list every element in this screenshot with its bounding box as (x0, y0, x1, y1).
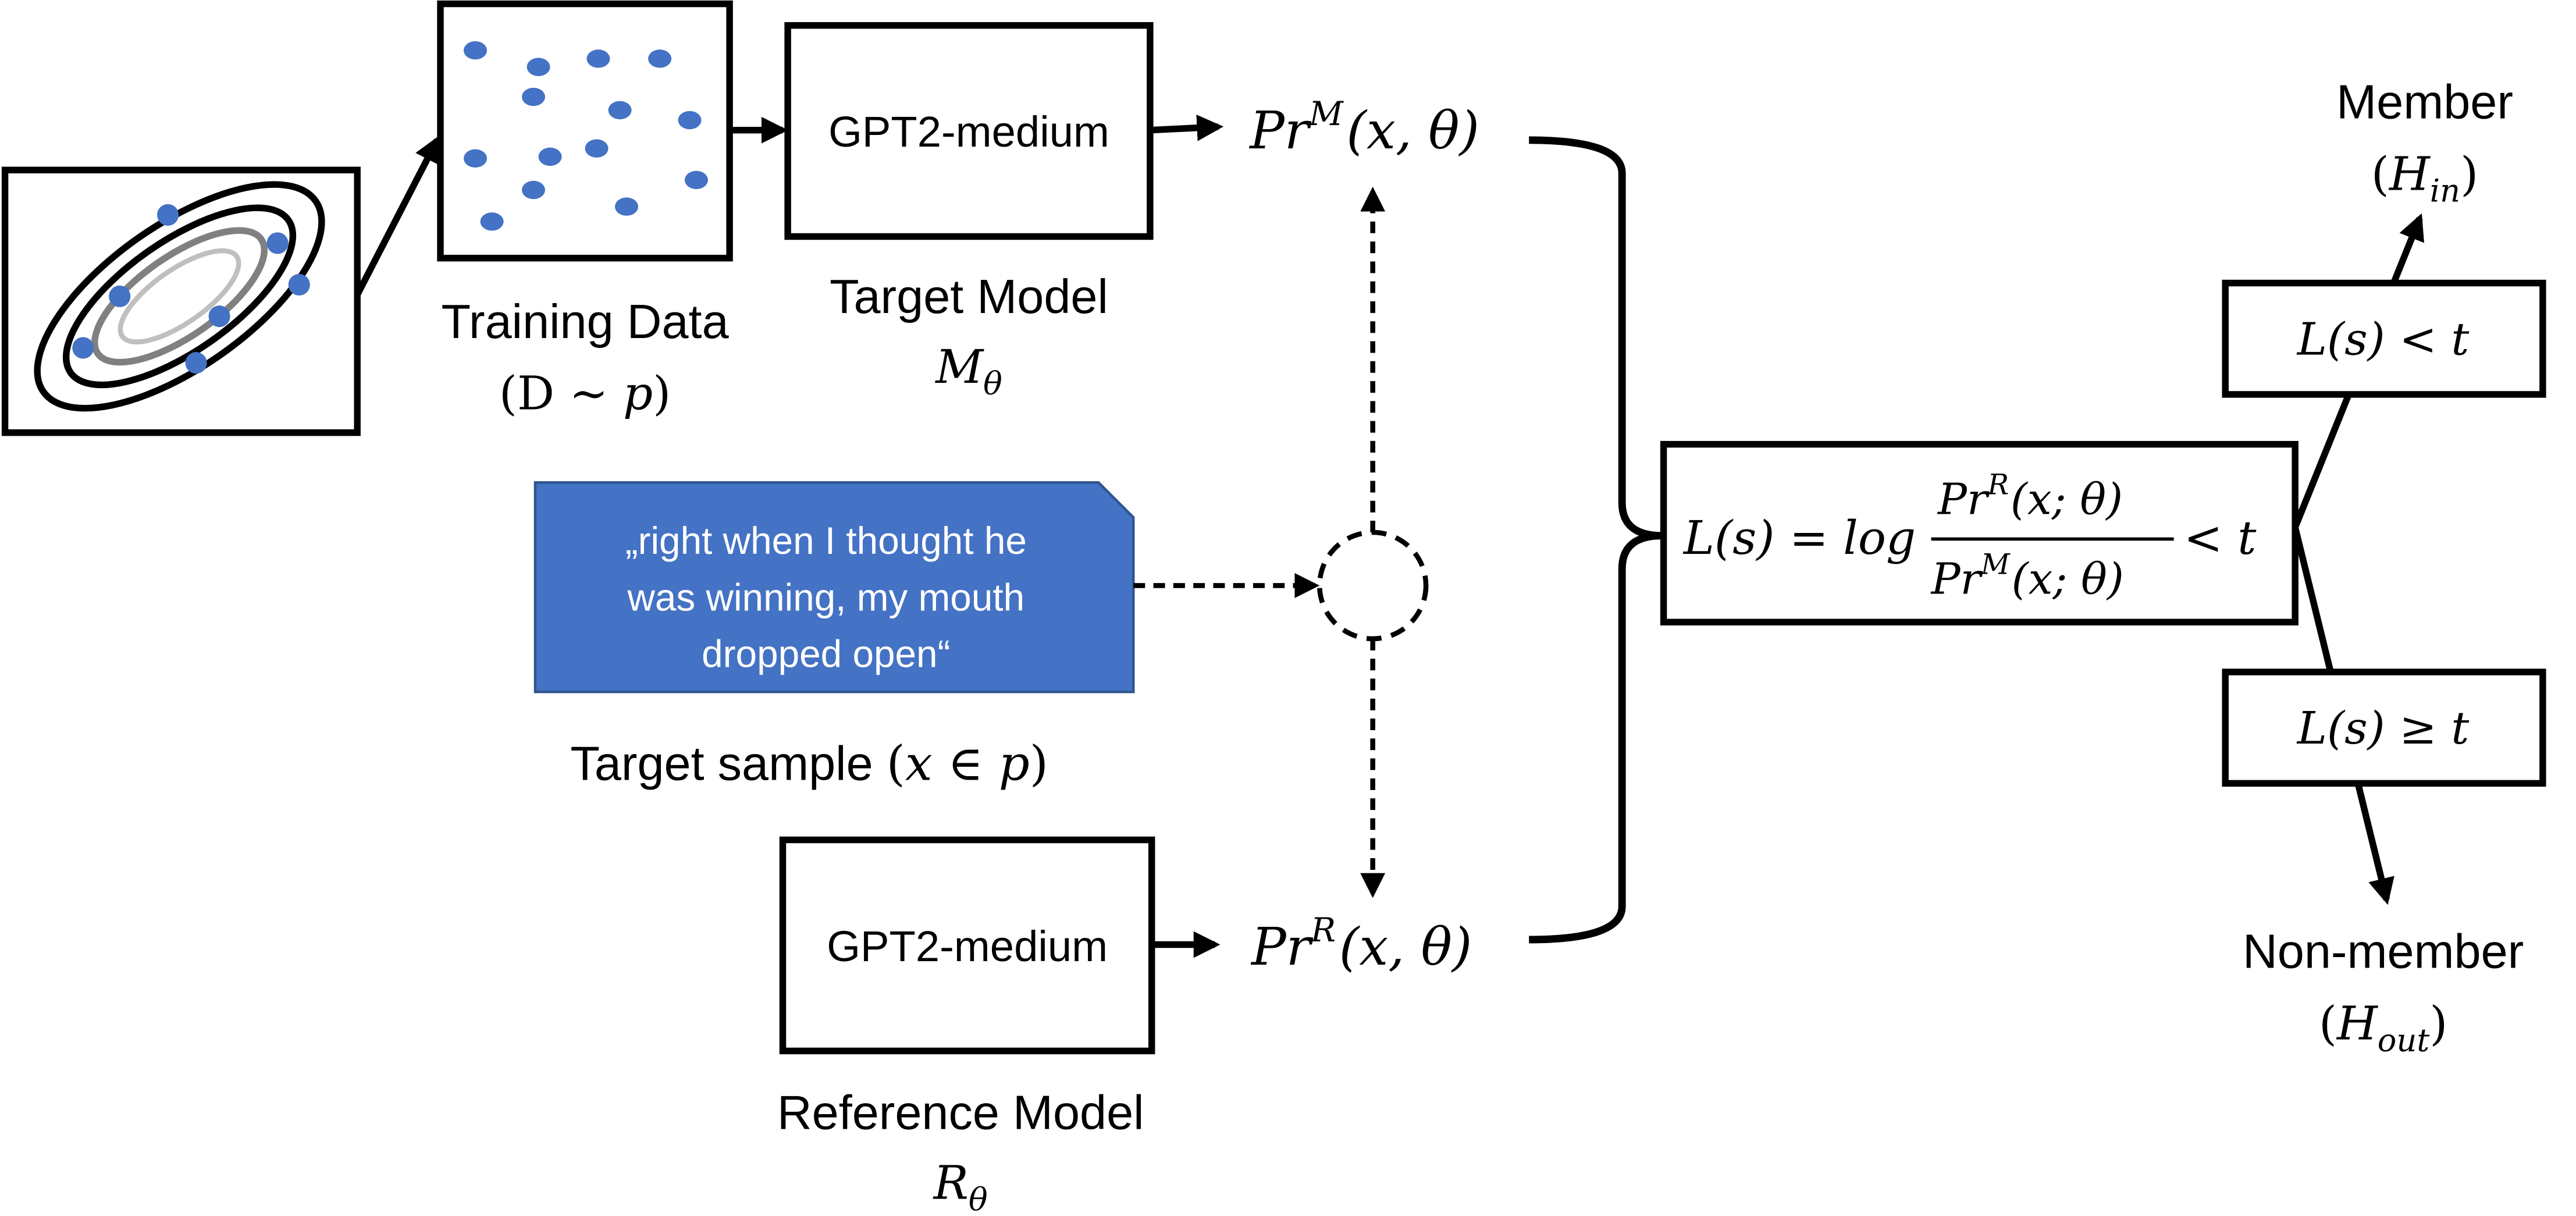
member-condition: L(s) < t (2296, 313, 2470, 365)
training-point (464, 149, 488, 168)
training-point (522, 87, 546, 106)
ellipse-mid (91, 227, 268, 366)
target-sample-line-3: dropped open“ (702, 632, 950, 675)
likelihood-denominator: PrM(x; θ) (1930, 548, 2124, 604)
distribution-point (109, 285, 131, 307)
reference-probability: PrR(x, θ) (1250, 911, 1472, 977)
training-point (585, 139, 609, 158)
reference-model-label: GPT2-medium (827, 922, 1108, 970)
training-point (684, 170, 708, 190)
ellipse-outer-2 (62, 204, 297, 389)
training-point (608, 101, 632, 120)
training-data-box (437, 0, 733, 262)
combine-brace (1529, 136, 1662, 944)
member-label: Member (2336, 75, 2513, 129)
target-model-caption: Target Model (830, 269, 1108, 323)
arrow-sample-training (354, 135, 440, 297)
ellipse-outer (34, 181, 325, 412)
target-sample-line-2: was winning, my mouth (627, 576, 1024, 618)
training-point (526, 58, 550, 76)
distribution-point (288, 273, 310, 296)
reference-model-box (779, 836, 1155, 1055)
nonmember-condition-box (2222, 669, 2546, 787)
nonmember-hypothesis: (Hout) (2319, 996, 2448, 1058)
distribution-point (72, 337, 94, 359)
target-model-label: GPT2-medium (828, 108, 1109, 156)
distribution-box (1, 166, 361, 436)
training-data-formula: (D ∼ p) (499, 367, 671, 421)
reference-model-caption: Reference Model (777, 1086, 1144, 1140)
training-point (538, 147, 562, 166)
training-point (464, 41, 488, 60)
target-sample-caption: Target sample (x ∈ p) (570, 735, 1048, 792)
sample-split-node (1317, 529, 1429, 642)
likelihood-numerator: PrR(x; θ) (1937, 468, 2123, 524)
training-point (678, 111, 702, 130)
nonmember-condition: L(s) ≥ t (2296, 702, 2470, 755)
likelihood-lhs: L(s) = log (1682, 511, 1916, 565)
target-probability: PrM(x, θ) (1248, 95, 1479, 161)
likelihood-rhs: < t (2184, 511, 2257, 565)
ellipse-inner (118, 248, 241, 344)
training-data-caption: Training Data (442, 294, 730, 349)
reference-model-symbol: Rθ (933, 1156, 988, 1216)
training-point (586, 49, 610, 68)
training-point (648, 49, 672, 68)
distribution-point (156, 204, 179, 226)
nonmember-label: Non-member (2243, 924, 2524, 978)
member-condition-box (2222, 279, 2546, 398)
arrow-target-prob (1150, 114, 1224, 141)
target-sample-line-1: „right when I thought he (625, 520, 1027, 562)
target-sample-box (533, 481, 1135, 694)
target-model-box (784, 22, 1154, 240)
likelihood-ratio-box (1660, 440, 2299, 625)
training-point (522, 180, 546, 200)
training-point (615, 197, 639, 216)
member-hypothesis: (Hin) (2371, 147, 2478, 209)
distribution-point (266, 232, 289, 254)
training-point (480, 212, 504, 231)
target-model-symbol: Mθ (934, 340, 1002, 402)
distribution-point (185, 352, 207, 374)
distribution-point (208, 305, 230, 328)
